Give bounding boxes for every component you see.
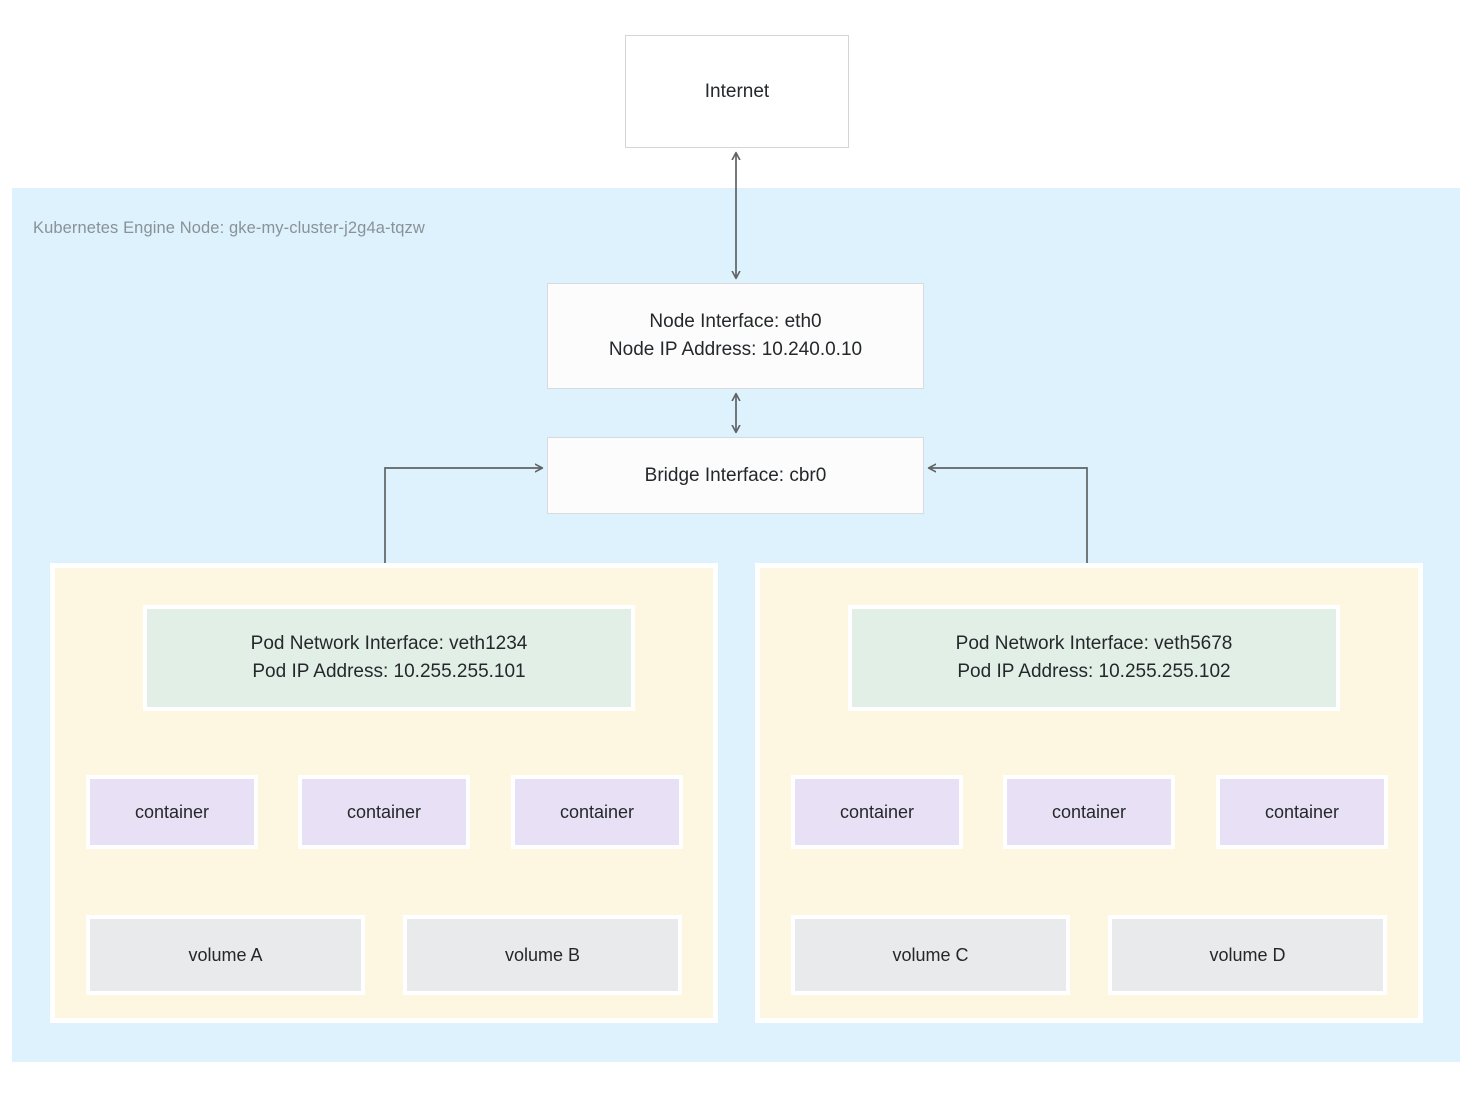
- node-interface-name: Node Interface: eth0: [649, 311, 822, 333]
- pod-group-1: Pod Network Interface: veth1234 Pod IP A…: [50, 563, 718, 1023]
- node-ip-address: Node IP Address: 10.240.0.10: [608, 339, 863, 360]
- container-label: container: [1264, 801, 1340, 822]
- container-box: container: [1003, 775, 1175, 849]
- volume-box: volume C: [791, 915, 1070, 995]
- pod-ip-address-2: Pod IP Address: 10.255.255.102: [957, 661, 1231, 682]
- bridge-interface-label: Bridge Interface: cbr0: [644, 464, 827, 486]
- pod-group-2: Pod Network Interface: veth5678 Pod IP A…: [755, 563, 1423, 1023]
- container-label: container: [559, 801, 635, 822]
- internet-label: Internet: [704, 80, 770, 102]
- volume-label: volume C: [892, 944, 969, 965]
- volume-box: volume D: [1108, 915, 1387, 995]
- container-label: container: [134, 801, 210, 822]
- container-box: container: [1216, 775, 1388, 849]
- volume-label: volume A: [188, 944, 263, 965]
- volume-box: volume A: [86, 915, 365, 995]
- pod-interface-box-2: Pod Network Interface: veth5678 Pod IP A…: [848, 605, 1340, 711]
- node-region-label: Kubernetes Engine Node: gke-my-cluster-j…: [33, 219, 425, 237]
- pod-interface-box-1: Pod Network Interface: veth1234 Pod IP A…: [143, 605, 635, 711]
- volume-box: volume B: [403, 915, 682, 995]
- node-interface-box: Node Interface: eth0 Node IP Address: 10…: [547, 283, 924, 389]
- container-label: container: [346, 801, 422, 822]
- container-box: container: [298, 775, 470, 849]
- container-label: container: [839, 801, 915, 822]
- volume-label: volume D: [1209, 944, 1286, 965]
- internet-box: Internet: [625, 35, 849, 148]
- container-box: container: [791, 775, 963, 849]
- container-box: container: [86, 775, 258, 849]
- pod-interface-name-2: Pod Network Interface: veth5678: [955, 633, 1233, 655]
- bridge-interface-box: Bridge Interface: cbr0: [547, 437, 924, 514]
- container-box: container: [511, 775, 683, 849]
- pod-ip-address-1: Pod IP Address: 10.255.255.101: [252, 661, 526, 682]
- container-label: container: [1051, 801, 1127, 822]
- volume-label: volume B: [504, 944, 581, 965]
- pod-interface-name-1: Pod Network Interface: veth1234: [250, 633, 528, 655]
